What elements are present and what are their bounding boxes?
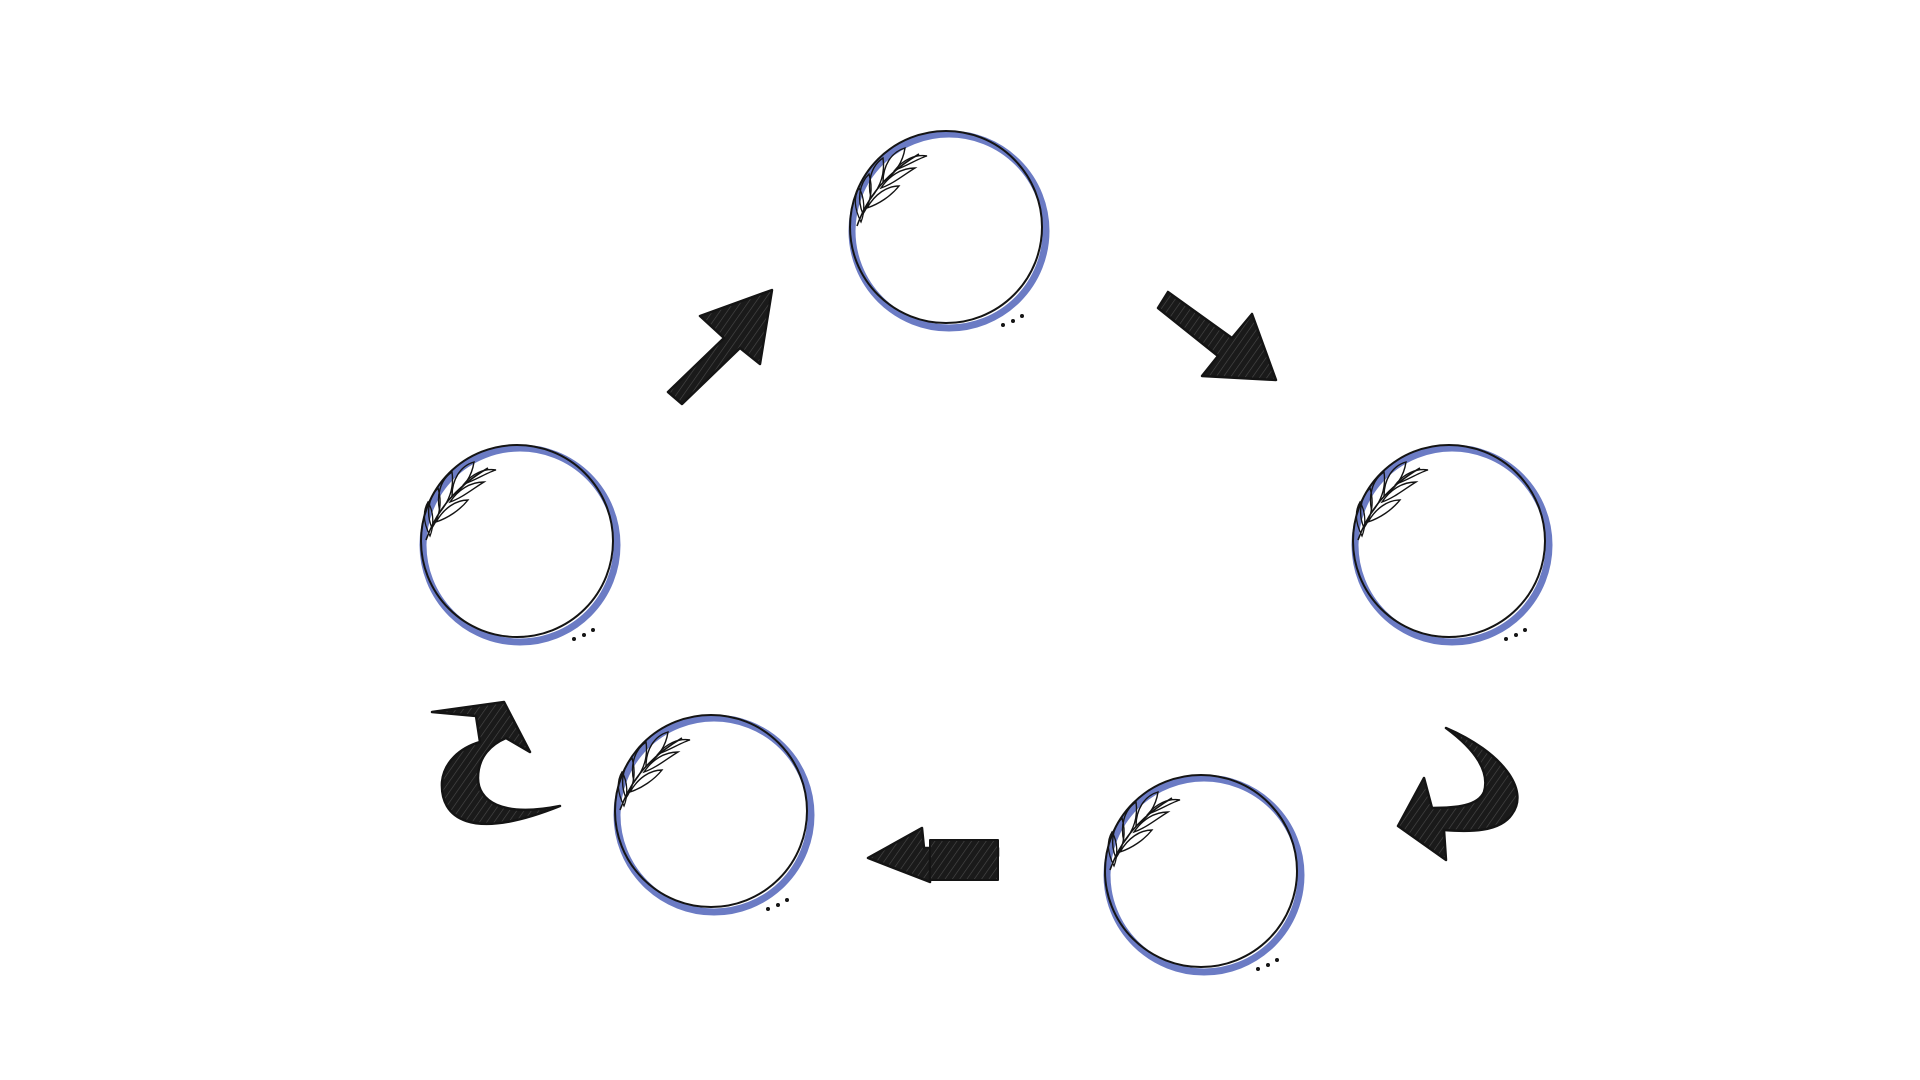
node-left — [421, 445, 617, 642]
node-bottom-right — [1105, 775, 1301, 972]
arrow-bottom-right-to-bottom-left-icon — [866, 826, 1000, 884]
arrow-bottom-left-to-left-icon — [430, 700, 562, 826]
node-top — [850, 131, 1046, 328]
node-bottom-left — [615, 715, 811, 912]
node-right — [1353, 445, 1549, 642]
arrow-left-to-top-icon — [666, 288, 774, 406]
arrow-top-to-right-icon — [1156, 290, 1278, 382]
arrow-right-to-bottom-right-icon — [1396, 726, 1519, 862]
